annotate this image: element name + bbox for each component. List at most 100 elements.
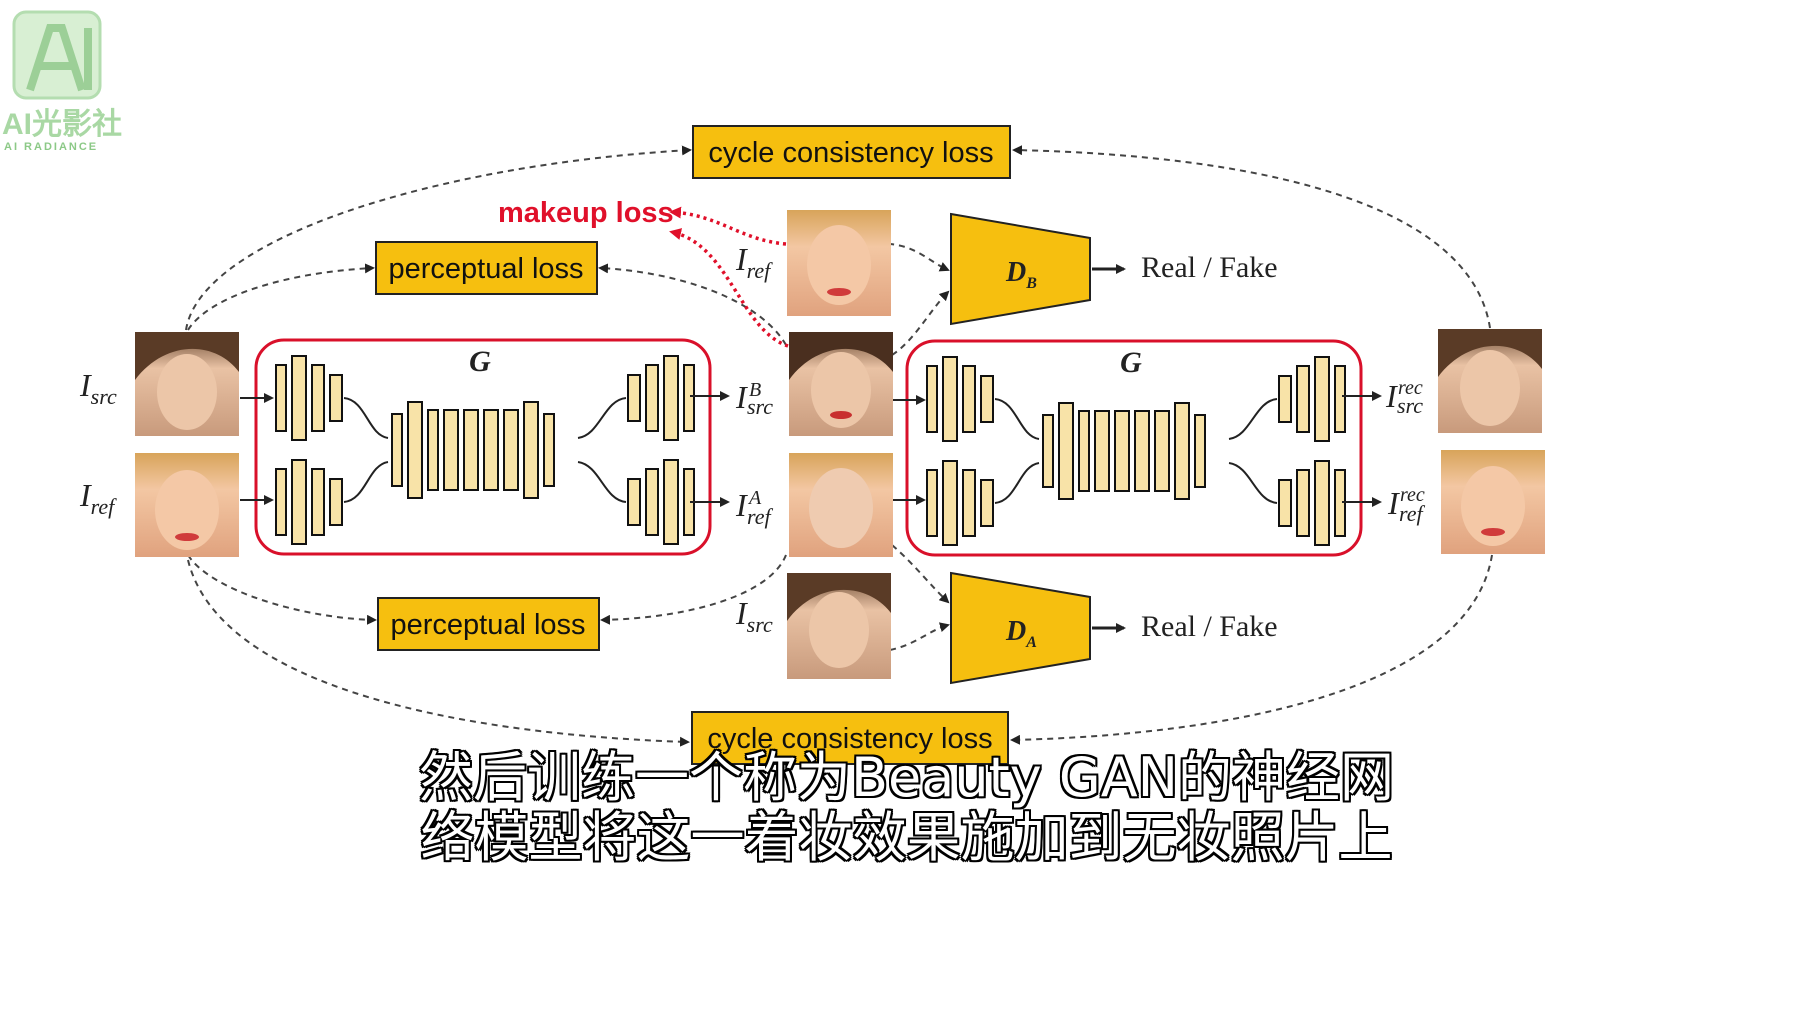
image-symbols: Isrc Iref Iref I B src I A ref Isrc I re…: [79, 241, 1426, 637]
gen-left-encoder-top-layer-0: [275, 364, 287, 432]
gen-right-decoder-top-layer-0: [1278, 375, 1292, 423]
makeup-arrow-from-iref: [669, 206, 787, 246]
perceptual-loss-top: perceptual loss: [375, 241, 598, 295]
conn-rec-to-cycle-bottom: [1010, 554, 1493, 745]
db-real-fake-label: Real / Fake: [1141, 251, 1278, 284]
perceptual-loss-bottom: perceptual loss: [377, 597, 600, 651]
gen-right-bottleneck-layer-1: [1058, 402, 1074, 500]
gen-left-bottleneck-layer-2: [427, 409, 439, 491]
db-sub-label: B: [1025, 275, 1037, 292]
symbol-isrc-rec-base: I: [1385, 378, 1398, 414]
symbol-iref-top: Iref: [735, 241, 773, 283]
conn-isrc-to-da: [889, 622, 950, 651]
gen-left-decoder-top-layer-3: [683, 364, 695, 432]
gen-left-flow-enc-top: [343, 397, 389, 439]
cycle-loss-top-label: cycle consistency loss: [708, 137, 993, 169]
face-photos: [135, 210, 1545, 679]
gen-right-flow-enc-bottom: [994, 462, 1040, 504]
photo-isrc-bottom: [787, 573, 891, 679]
gen-right-bottleneck-layer-6: [1154, 410, 1170, 492]
cycle-loss-top: cycle consistency loss: [692, 125, 1011, 179]
da-base-label: D: [1005, 616, 1026, 647]
gen-left-encoder-top-layer-1: [291, 355, 307, 441]
photo-isrcb-output: [789, 332, 893, 436]
gen-right-encoder-bottom-layer-2: [962, 469, 976, 537]
photo-src-rec: [1438, 329, 1542, 433]
da-real-fake-label: Real / Fake: [1141, 610, 1278, 643]
symbol-isrc-rec-sup: rec: [1398, 377, 1423, 399]
logo-brand-subtext: AI RADIANCE: [4, 141, 98, 153]
discriminator-db: DB Real / Fake: [950, 212, 1278, 326]
photo-iref-top: [787, 210, 891, 316]
gen-left-encoder-top-layer-3: [329, 374, 343, 422]
generator-left: G: [254, 338, 712, 556]
symbol-irefa-sup: A: [747, 487, 762, 509]
gen-left-encoder-bottom-layer-0: [275, 468, 287, 536]
gen-left-bottleneck-layer-3: [443, 409, 459, 491]
gen-left-decoder-top-layer-0: [627, 374, 641, 422]
gen-left-bottleneck-layer-6: [503, 409, 519, 491]
gen-right-bottleneck-layer-4: [1114, 410, 1130, 492]
svg-text:DA: DA: [1005, 616, 1037, 651]
gen-left-encoder-bottom-layer-3: [329, 478, 343, 526]
gen-right-decoder-bottom-layer-1: [1296, 469, 1310, 537]
gen-left-decoder-bottom-layer-2: [663, 459, 679, 545]
gen-right-encoder-top-layer-2: [962, 365, 976, 433]
discriminator-db-shape: [950, 212, 1091, 326]
gen-left-bottleneck-layer-5: [483, 409, 499, 491]
gen-left-encoder-top-layer-2: [311, 364, 325, 432]
conn-output-to-perceptual-bottom: [600, 554, 787, 625]
gen-left-bottleneck-layer-1: [407, 401, 423, 499]
symbol-isrcb-sup: B: [749, 379, 761, 401]
perceptual-loss-top-label: perceptual loss: [388, 253, 583, 285]
subtitle-line-1: 然后训练一个称为Beauty GAN的神经网: [418, 746, 1395, 809]
generator-right-label: G: [1120, 346, 1142, 379]
conn-ref-to-cycle-bottom: [187, 559, 690, 747]
gen-right-encoder-bottom-layer-0: [926, 469, 938, 537]
gen-left-bottleneck-layer-4: [463, 409, 479, 491]
gen-left-bottleneck-layer-7: [523, 401, 539, 499]
gen-left-encoder-bottom-layer-2: [311, 468, 325, 536]
generator-io-arrows: [240, 391, 1382, 507]
photo-irefa-output: [789, 453, 893, 557]
symbol-isrcb-base: I: [735, 379, 748, 415]
makeup-loss-arrows: [669, 206, 789, 348]
makeup-loss-label: makeup loss: [498, 197, 674, 229]
symbol-isrc-left: Isrc: [79, 367, 117, 409]
gen-left-decoder-bottom-layer-1: [645, 468, 659, 536]
logo-icon-glyph: [26, 24, 86, 92]
gen-right-decoder-top-layer-2: [1314, 356, 1330, 442]
photo-ref-rec: [1441, 450, 1545, 554]
gen-right-bottleneck-layer-2: [1078, 410, 1090, 492]
symbol-isrc-rec-sub: src: [1397, 393, 1423, 418]
brand-logo: AI光影社 AI RADIANCE: [2, 10, 122, 153]
gen-right-flow-dec-bottom: [1228, 462, 1278, 504]
gen-right-encoder-bottom-layer-3: [980, 479, 994, 527]
symbol-irefa-base: I: [735, 487, 748, 523]
gen-right-decoder-bottom-layer-0: [1278, 479, 1292, 527]
generator-left-layers: [275, 355, 695, 545]
symbol-iref-rec-sup: rec: [1400, 484, 1425, 506]
generator-left-border: [254, 338, 712, 556]
conn-iref-to-db: [887, 243, 950, 272]
perceptual-loss-bottom-label: perceptual loss: [390, 609, 585, 641]
gen-right-flow-enc-top: [994, 398, 1040, 440]
gen-left-decoder-bottom-layer-0: [627, 478, 641, 526]
gen-right-bottleneck-layer-5: [1134, 410, 1150, 492]
gen-left-flow-dec-bottom: [577, 461, 627, 503]
gen-left-bottleneck-layer-8: [543, 413, 555, 487]
logo-icon-bar: [84, 28, 92, 90]
db-base-label: D: [1005, 257, 1026, 288]
svg-text:DB: DB: [1005, 257, 1037, 292]
gen-left-flow-enc-bottom: [343, 461, 389, 503]
symbol-iref-rec-sub: ref: [1399, 501, 1426, 526]
discriminator-da: DA Real / Fake: [950, 571, 1278, 685]
gen-right-bottleneck-layer-0: [1042, 414, 1054, 488]
gen-left-decoder-top-layer-2: [663, 355, 679, 441]
conn-output-to-perceptual-top: [598, 263, 787, 346]
photo-ref-left: [135, 453, 239, 557]
gen-left-flow-dec-top: [577, 397, 627, 439]
gen-right-bottleneck-layer-7: [1174, 402, 1190, 500]
da-sub-label: A: [1025, 634, 1037, 651]
